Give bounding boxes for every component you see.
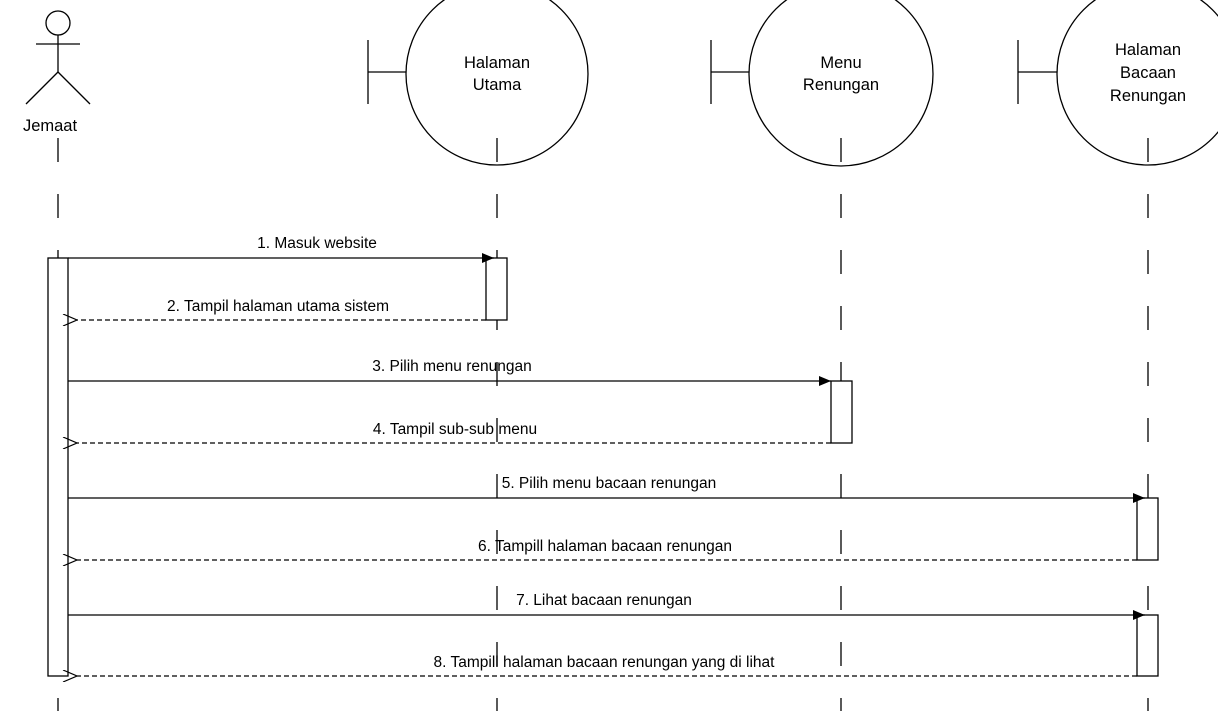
boundary-circle bbox=[748, 0, 934, 167]
actor-right-leg bbox=[57, 71, 91, 105]
boundary-halaman-utama: Halaman Utama bbox=[367, 0, 589, 166]
lifelines bbox=[57, 138, 1149, 711]
activation-bacaan-2 bbox=[1136, 614, 1159, 677]
message-4-label: 4. Tampil sub-sub menu bbox=[373, 421, 537, 438]
boundary-label-line-2: Bacaan bbox=[1120, 64, 1176, 82]
actor-label: Jemaat bbox=[23, 117, 78, 135]
messages: 1. Masuk website 2. Tampil halaman utama… bbox=[68, 235, 1145, 676]
actor-left-leg bbox=[25, 71, 59, 105]
boundary-halaman-bacaan-renungan: Halaman Bacaan Renungan bbox=[1017, 0, 1218, 166]
boundary-label-line-2: Renungan bbox=[803, 76, 879, 94]
activation-bacaan-1 bbox=[1136, 497, 1159, 561]
message-2-label: 2. Tampil halaman utama sistem bbox=[167, 298, 389, 315]
boundary-label-line-2: Utama bbox=[473, 76, 522, 94]
actor-jemaat: Jemaat bbox=[23, 10, 91, 135]
message-6-label: 6. Tampill halaman bacaan renungan bbox=[478, 538, 732, 555]
activations bbox=[47, 257, 1159, 677]
message-3-label: 3. Pilih menu renungan bbox=[372, 358, 531, 375]
activation-jemaat bbox=[47, 257, 69, 677]
boundary-label-line-3: Renungan bbox=[1110, 87, 1186, 105]
boundary-label-line-1: Menu bbox=[820, 54, 861, 72]
activation-menu-renungan bbox=[830, 380, 853, 444]
activation-halaman-utama bbox=[485, 257, 508, 321]
actor-head bbox=[45, 10, 71, 36]
boundary-circle bbox=[405, 0, 589, 166]
boundary-label-line-1: Halaman bbox=[464, 54, 530, 72]
message-7-label: 7. Lihat bacaan renungan bbox=[516, 592, 692, 609]
boundary-circle bbox=[1056, 0, 1218, 166]
message-8-label: 8. Tampill halaman bacaan renungan yang … bbox=[434, 654, 776, 671]
boundary-label-line-1: Halaman bbox=[1115, 41, 1181, 59]
message-5-label: 5. Pilih menu bacaan renungan bbox=[502, 475, 717, 492]
boundary-menu-renungan: Menu Renungan bbox=[710, 0, 934, 167]
message-1-label: 1. Masuk website bbox=[257, 235, 377, 252]
